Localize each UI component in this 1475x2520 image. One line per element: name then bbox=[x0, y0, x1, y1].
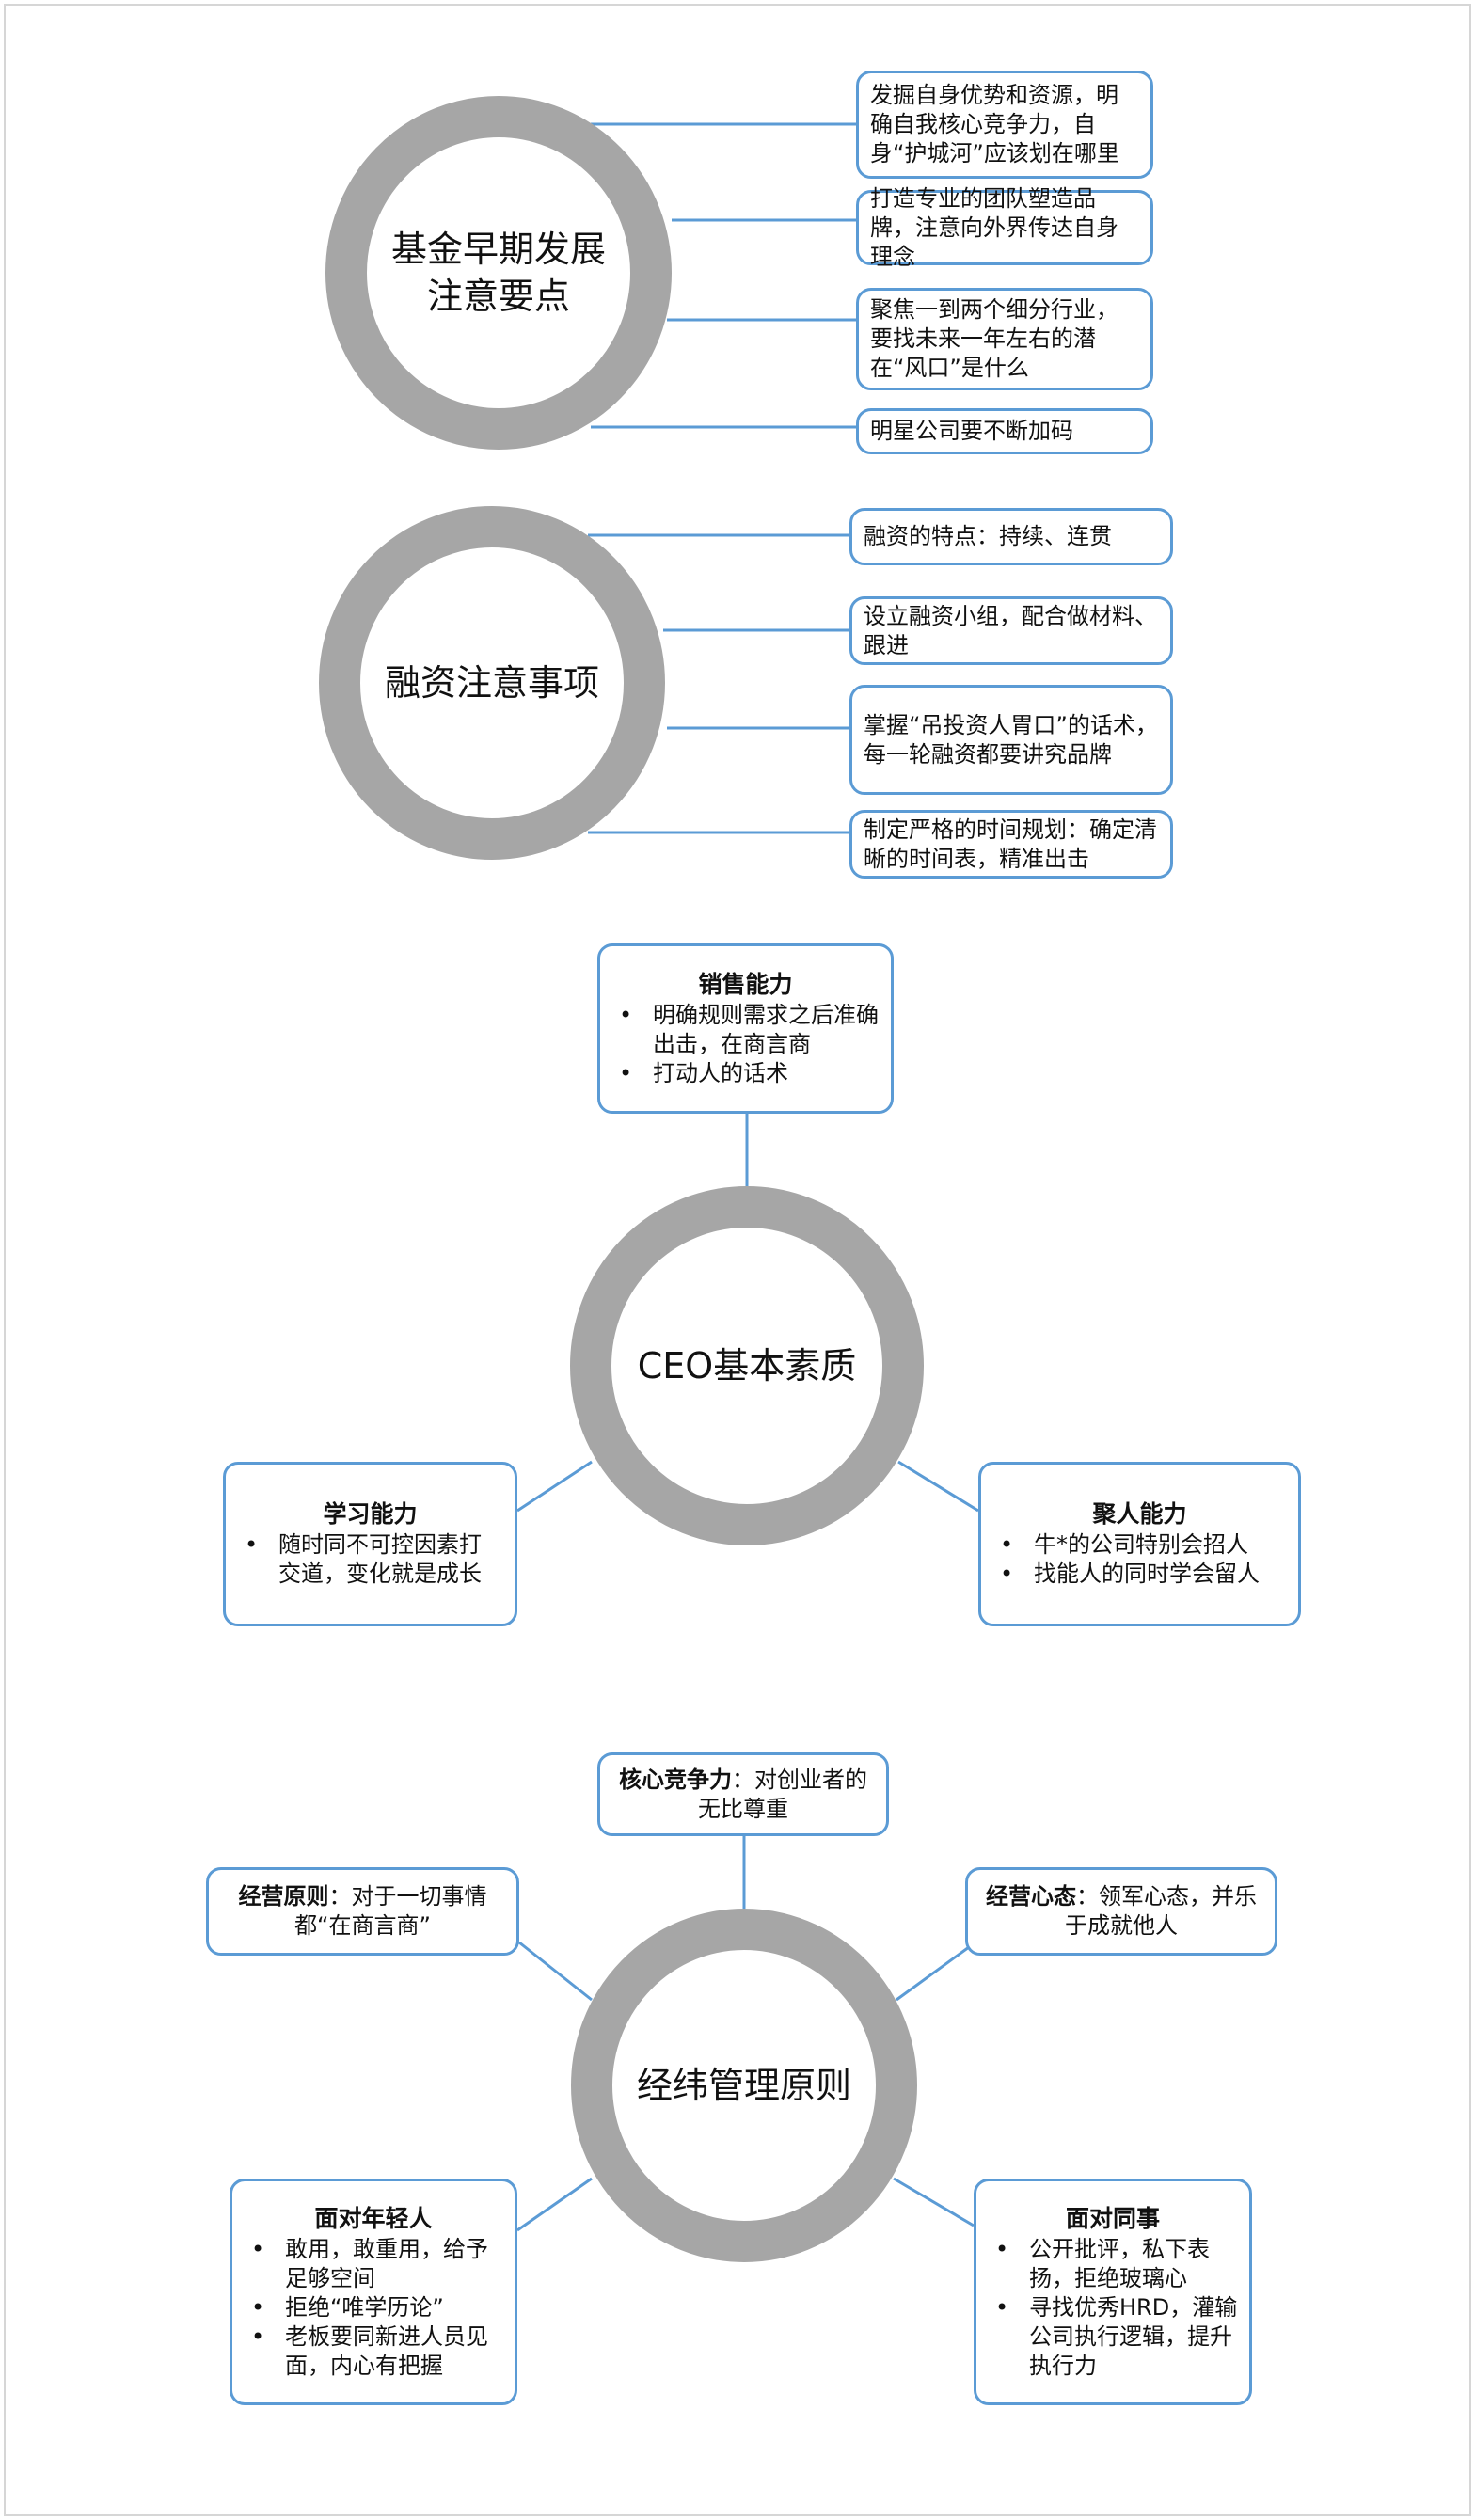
financing-point-box: 融资的特点：持续、连贯 bbox=[849, 508, 1173, 565]
connector bbox=[896, 1945, 970, 2002]
fund-point-box: 打造专业的团队塑造品牌，注意向外界传达自身理念 bbox=[856, 185, 1153, 270]
financing-point-box: 制定严格的时间规划：确定清晰的时间表，精准出击 bbox=[849, 810, 1173, 879]
point-text: 设立融资小组，配合做材料、跟进 bbox=[864, 602, 1157, 658]
business-principle-box: 经营原则：对于一切事情都“在商言商” bbox=[206, 1867, 519, 1956]
point-text: 打造专业的团队塑造品牌，注意向外界传达自身理念 bbox=[870, 184, 1118, 270]
youth-box: 面对年轻人 敢用，敢重用，给予足够空间拒绝“唯学历论”老板要同新进人员见面，内心… bbox=[230, 2179, 517, 2405]
sales-ability-box: 销售能力 明确规则需求之后准确出击，在商言商打动人的话术 bbox=[597, 943, 894, 1114]
box-text: ：对于一切事情都“在商言商” bbox=[294, 1883, 487, 1939]
bullet-item: 公开批评，私下表扬，拒绝玻璃心 bbox=[995, 2235, 1238, 2293]
page-border bbox=[4, 4, 1471, 2516]
fund-point-box: 明星公司要不断加码 bbox=[856, 408, 1153, 454]
title-line: 基金早期发展 bbox=[390, 229, 606, 270]
center-title-fund-early: 基金早期发展注意要点 bbox=[367, 179, 630, 367]
connector bbox=[518, 1941, 593, 2002]
box-label: 经营原则 bbox=[238, 1883, 329, 1910]
bullet-item: 随时同不可控因素打交道，变化就是成长 bbox=[245, 1530, 503, 1589]
learning-ability-box: 学习能力 随时同不可控因素打交道，变化就是成长 bbox=[223, 1462, 517, 1626]
ring-section1 bbox=[325, 96, 672, 450]
bullet-item: 找能人的同时学会留人 bbox=[1000, 1560, 1287, 1589]
bullet-item: 明确规则需求之后准确出击，在商言商 bbox=[619, 1001, 880, 1059]
fund-point-box: 发掘自身优势和资源，明确自我核心竞争力，自身“护城河”应该划在哪里 bbox=[856, 71, 1153, 179]
business-mindset-box: 经营心态：领军心态，并乐于成就他人 bbox=[965, 1867, 1277, 1956]
ring-section2 bbox=[319, 506, 665, 860]
title-text: CEO基本素质 bbox=[637, 1345, 857, 1387]
title-text: 经纬管理原则 bbox=[636, 2065, 851, 2106]
bullet-item: 寻找优秀HRD，灌输公司执行逻辑，提升执行力 bbox=[995, 2293, 1238, 2381]
ring-section4 bbox=[571, 1909, 917, 2262]
box-heading: 面对同事 bbox=[1065, 2204, 1160, 2232]
point-text: 制定严格的时间规划：确定清晰的时间表，精准出击 bbox=[864, 816, 1157, 872]
center-title-financing: 融资注意事项 bbox=[360, 636, 624, 730]
box-heading: 销售能力 bbox=[698, 970, 793, 998]
people-ability-box: 聚人能力 牛*的公司特别会招人找能人的同时学会留人 bbox=[978, 1462, 1301, 1626]
connector bbox=[897, 1460, 979, 1513]
point-text: 明星公司要不断加码 bbox=[870, 418, 1073, 444]
bullet-item: 牛*的公司特别会招人 bbox=[1000, 1530, 1287, 1560]
bullet-item: 老板要同新进人员见面，内心有把握 bbox=[251, 2322, 503, 2381]
bullet-item: 敢用，敢重用，给予足够空间 bbox=[251, 2235, 503, 2293]
financing-point-box: 设立融资小组，配合做材料、跟进 bbox=[849, 596, 1173, 665]
box-label: 经营心态 bbox=[986, 1883, 1076, 1910]
point-text: 融资的特点：持续、连贯 bbox=[864, 523, 1112, 549]
financing-point-box: 掌握“吊投资人胃口”的话术，每一轮融资都要讲究品牌 bbox=[849, 685, 1173, 795]
point-text: 掌握“吊投资人胃口”的话术，每一轮融资都要讲究品牌 bbox=[864, 711, 1158, 768]
center-title-ceo: CEO基本素质 bbox=[606, 1319, 888, 1413]
box-heading: 聚人能力 bbox=[1092, 1500, 1187, 1528]
connector bbox=[516, 2177, 593, 2232]
point-text: 发掘自身优势和资源，明确自我核心竞争力，自身“护城河”应该划在哪里 bbox=[870, 82, 1119, 166]
peers-box: 面对同事 公开批评，私下表扬，拒绝玻璃心寻找优秀HRD，灌输公司执行逻辑，提升执… bbox=[974, 2179, 1252, 2405]
point-text: 聚焦一到两个细分行业，要找未来一年左右的潜在“风口”是什么 bbox=[870, 296, 1118, 381]
box-heading: 面对年轻人 bbox=[314, 2204, 433, 2232]
connector bbox=[516, 1460, 593, 1513]
bullet-item: 拒绝“唯学历论” bbox=[251, 2293, 503, 2322]
box-heading: 学习能力 bbox=[323, 1500, 418, 1528]
title-text: 融资注意事项 bbox=[384, 662, 599, 704]
fund-point-box: 聚焦一到两个细分行业，要找未来一年左右的潜在“风口”是什么 bbox=[856, 288, 1153, 390]
box-text: ：领军心态，并乐于成就他人 bbox=[1065, 1883, 1257, 1939]
core-competence-box: 核心竞争力：对创业者的无比尊重 bbox=[597, 1752, 889, 1836]
title-line: 注意要点 bbox=[426, 276, 570, 317]
center-title-management: 经纬管理原则 bbox=[603, 2038, 885, 2132]
connector bbox=[893, 2177, 975, 2227]
box-label: 核心竞争力 bbox=[619, 1766, 732, 1793]
bullet-item: 打动人的话术 bbox=[619, 1059, 880, 1088]
box-text: ：对创业者的无比尊重 bbox=[698, 1766, 867, 1822]
ring-section3 bbox=[570, 1186, 924, 1545]
